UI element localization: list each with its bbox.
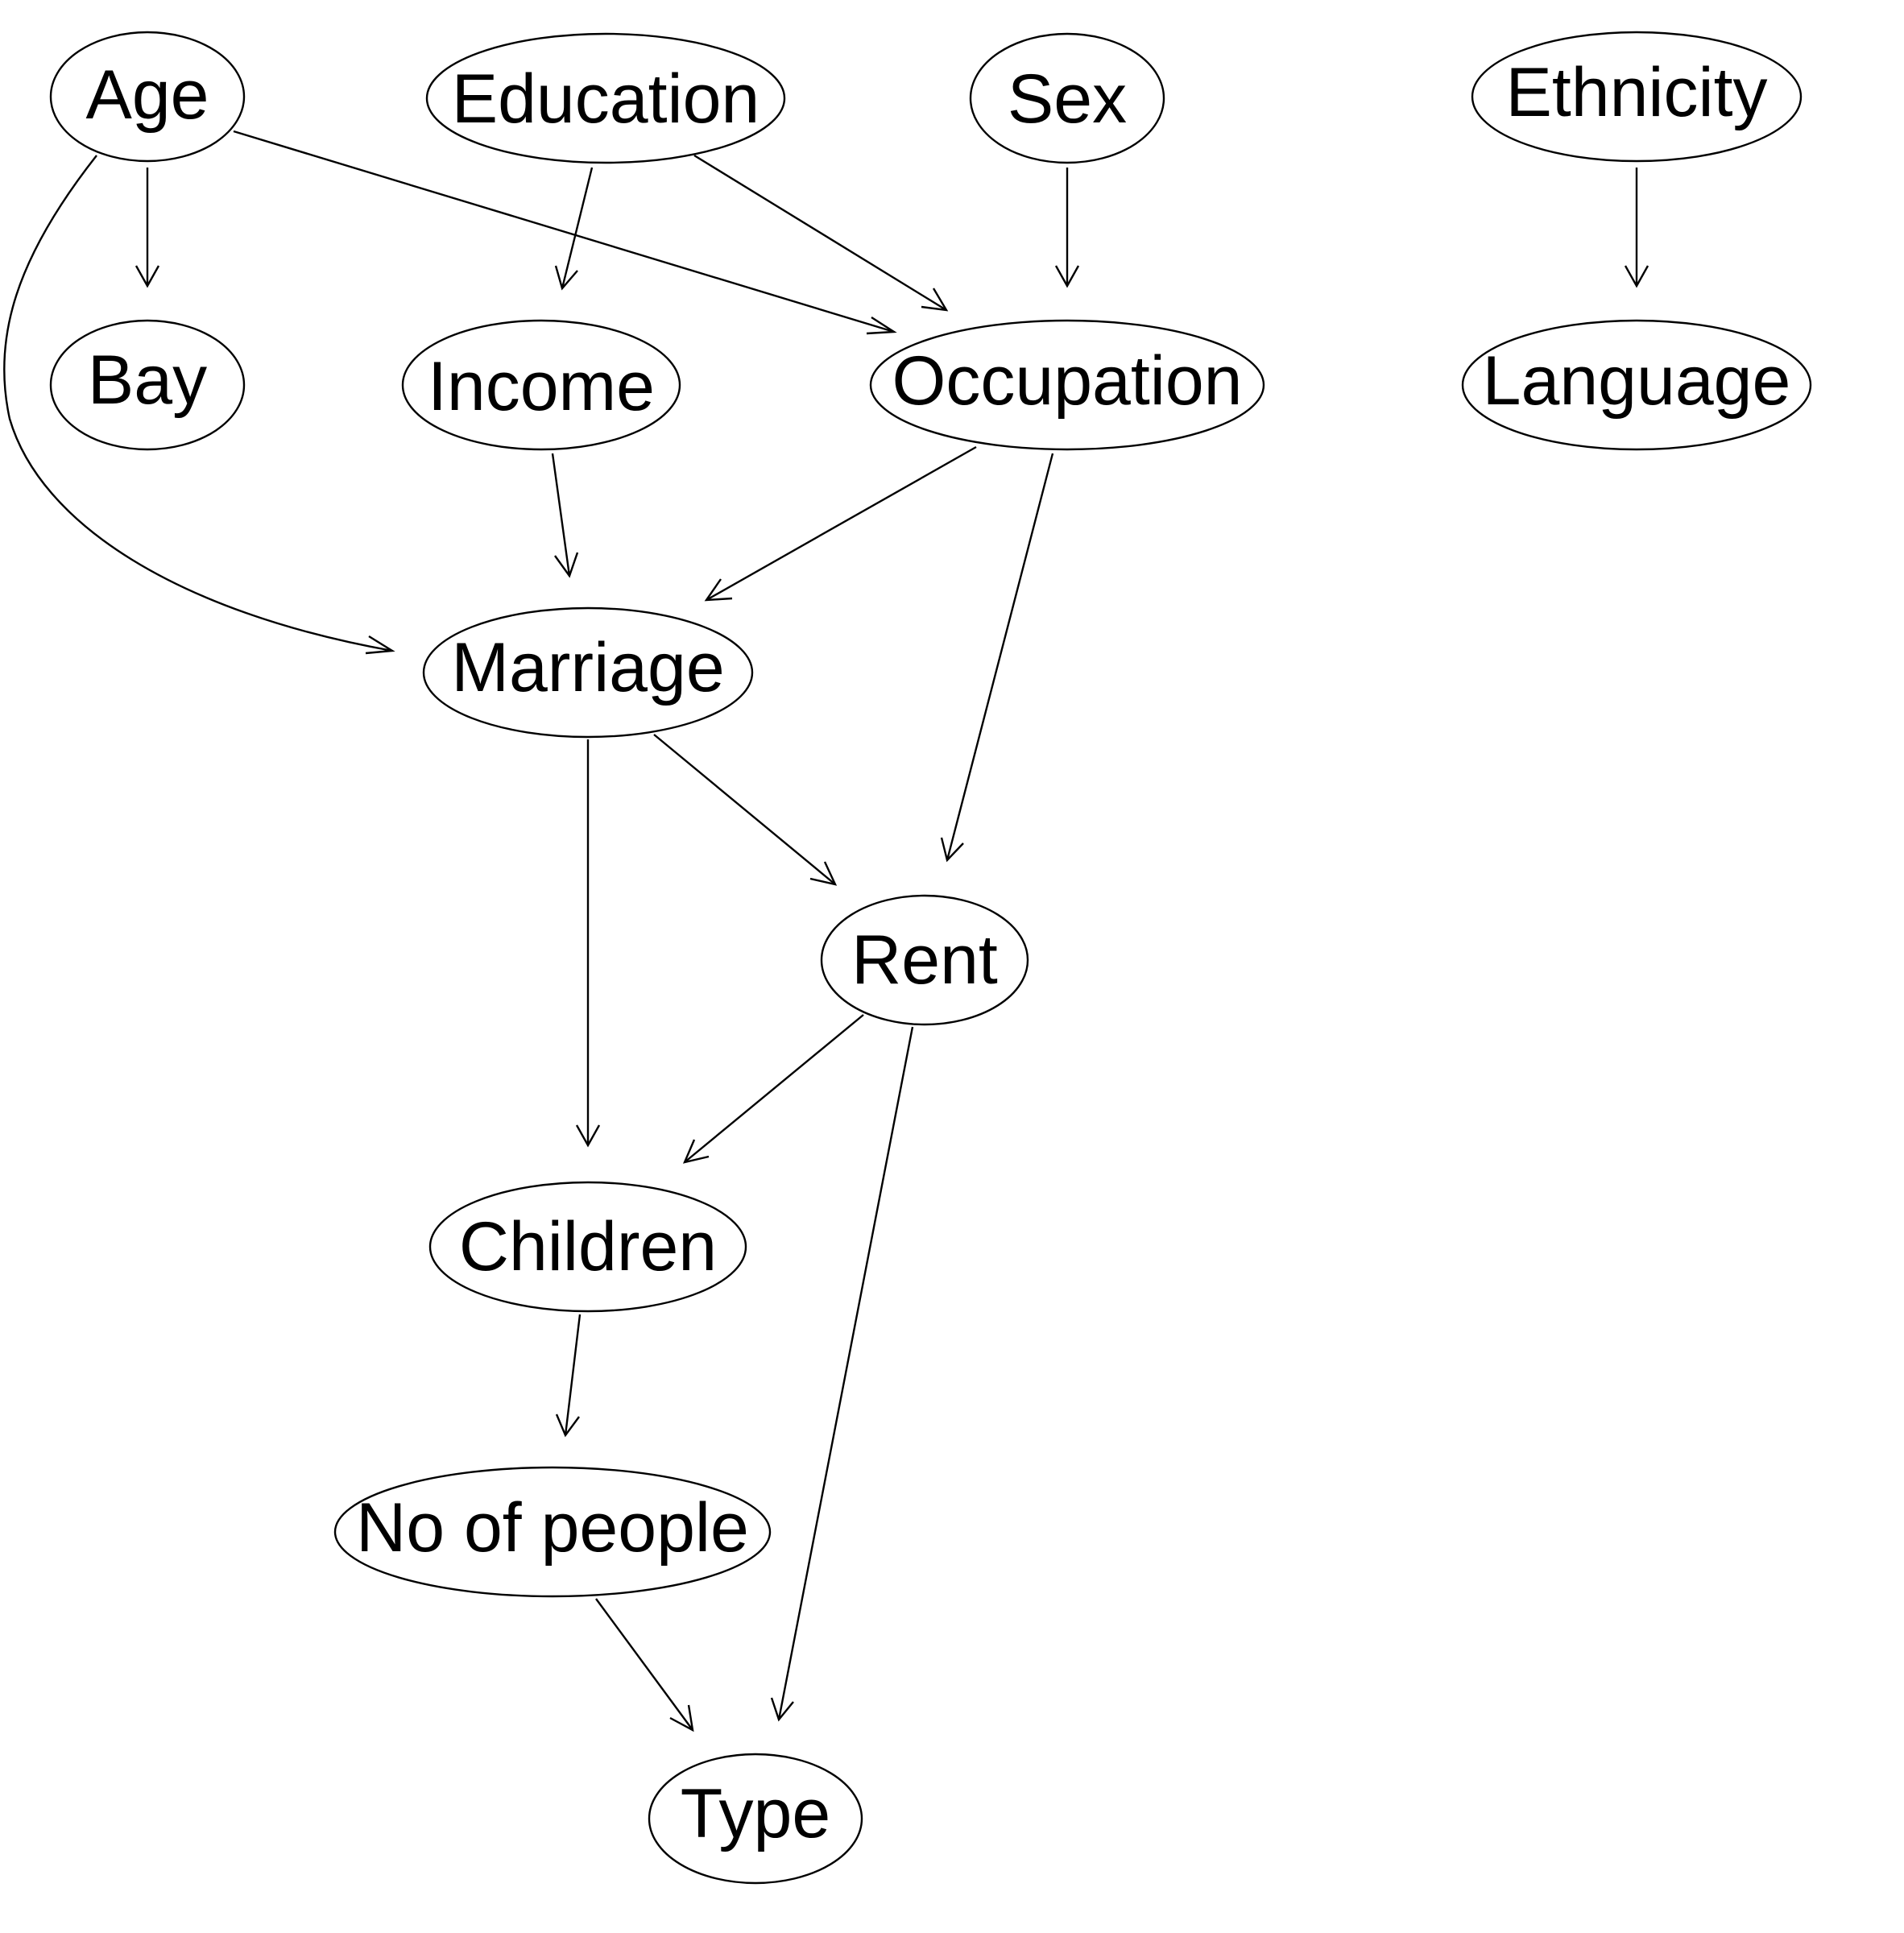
edge-income-marriage [551,453,579,578]
node-label: Occupation [892,342,1242,420]
node-children[interactable]: Children [428,1181,747,1313]
node-education[interactable]: Education [425,32,786,164]
node-rent[interactable]: Rent [820,894,1029,1026]
edge-education-occupation [693,154,949,312]
node-label: No of people [356,1489,749,1567]
node-ethnicity[interactable]: Ethnicity [1471,31,1803,163]
edge-rent-children [682,1014,864,1164]
edge-marriage-children [575,739,601,1148]
node-label: Language [1483,342,1791,420]
node-bay[interactable]: Bay [49,319,246,451]
node-sex[interactable]: Sex [969,32,1165,164]
edge-sex-occupation [1054,168,1080,288]
node-occupation[interactable]: Occupation [869,319,1265,451]
edges [2,130,1649,1732]
node-label: Type [681,1775,830,1852]
node-label: Sex [1008,60,1127,138]
edge-education-income [554,167,594,291]
node-marriage[interactable]: Marriage [422,606,754,739]
edge-occupation-marriage [704,445,977,602]
node-language[interactable]: Language [1461,319,1812,451]
node-type[interactable]: Type [648,1753,863,1885]
node-income[interactable]: Income [401,319,681,451]
edge-age-marriage [2,155,395,655]
node-label: Marriage [451,629,724,706]
node-label: Education [452,60,760,138]
edge-rent-type [770,1026,914,1722]
node-age[interactable]: Age [49,31,246,163]
node-no-of-people[interactable]: No of people [333,1466,772,1598]
nodes: Age Education Sex Ethnicity Bay Income O… [49,31,1812,1885]
node-label: Children [459,1208,717,1285]
edge-occupation-rent [940,453,1054,863]
node-label: Age [85,56,209,134]
edge-marriage-rent [653,734,838,886]
edge-age-bay [135,168,160,288]
node-label: Rent [851,921,998,999]
edge-no-of-people-type [595,1598,694,1732]
edge-age-occupation [233,130,897,335]
node-label: Bay [88,341,207,419]
edge-children-no-of-people [555,1314,582,1438]
edge-ethnicity-language [1624,168,1649,288]
node-label: Income [428,348,655,425]
node-label: Ethnicity [1505,54,1767,131]
